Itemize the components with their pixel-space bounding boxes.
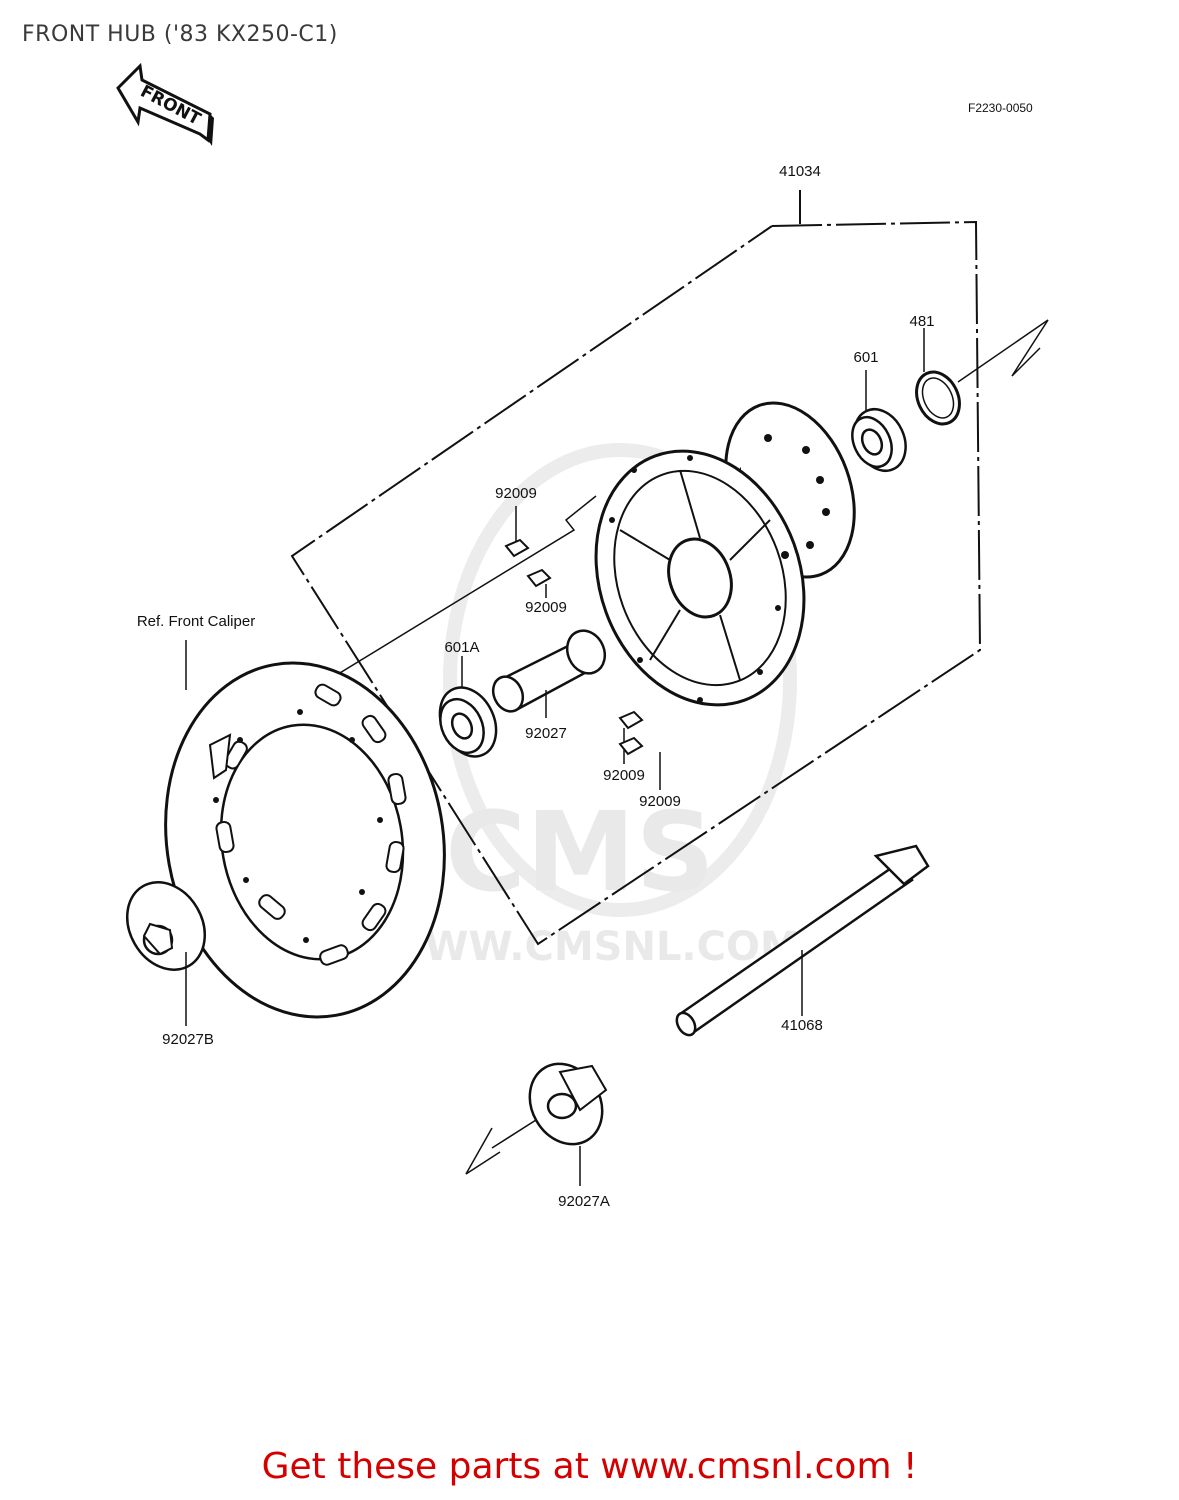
collar-92027a-part: [465, 1062, 608, 1186]
front-arrow-icon: FRONT: [116, 62, 214, 146]
label-92009-c: 92009: [603, 767, 645, 784]
label-92027b: 92027B: [162, 1031, 214, 1048]
label-92027: 92027: [525, 725, 567, 742]
diagram-code: F2230-0050: [968, 101, 1033, 115]
footer-link-text[interactable]: Get these parts at www.cmsnl.com !: [261, 1446, 918, 1487]
label-92009-a: 92009: [495, 485, 537, 502]
page-title: FRONT HUB ('83 KX250-C1): [22, 22, 338, 47]
spacer-92027-part: [491, 629, 607, 718]
label-41034: 41034: [779, 163, 821, 180]
bearing-601a-part: [438, 656, 498, 758]
axle-41068-part: [675, 844, 930, 1037]
circlip-part: [915, 319, 1049, 426]
label-92009-d: 92009: [639, 793, 681, 810]
label-601a: 601A: [444, 639, 479, 656]
watermark-url-text: WWW.CMSNL.COM: [380, 924, 800, 970]
label-92027a: 92027A: [558, 1193, 610, 1210]
bearing-601-part: [851, 370, 907, 472]
bolt-92009-c: [618, 710, 644, 764]
collar-92027b-part: [126, 881, 206, 1026]
label-41068: 41068: [781, 1017, 823, 1034]
bolt-92009-a: [504, 506, 530, 558]
assembly-leader-line: [229, 495, 597, 741]
watermark-logo-text: CMS: [445, 788, 714, 916]
reference-note: Ref. Front Caliper: [137, 613, 255, 630]
watermark: CMS WWW.CMSNL.COM: [380, 443, 800, 970]
bolt-92009-b: [526, 568, 552, 598]
label-92009-b: 92009: [525, 599, 567, 616]
label-481: 481: [909, 313, 934, 330]
label-601: 601: [853, 349, 878, 366]
bolt-92009-d: [618, 736, 661, 790]
hub-assembly-bracket: [290, 190, 982, 946]
hub-part: [594, 401, 856, 707]
brake-disc-part: [164, 640, 446, 1019]
